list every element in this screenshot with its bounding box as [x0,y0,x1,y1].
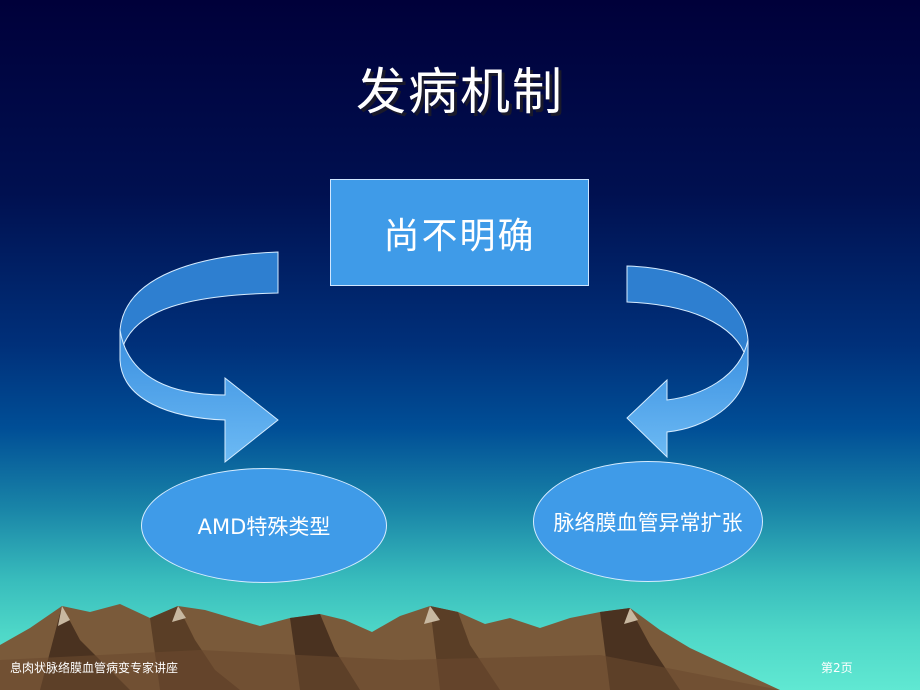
center-box-label: 尚不明确 [383,215,536,257]
left-curved-arrow [119,251,279,464]
page-number: 第2页 [821,661,853,675]
center-box: 尚不明确 [330,179,589,286]
right-ellipse-label: 脉络膜血管异常扩张 [553,510,743,535]
left-ellipse: AMD特殊类型 [141,468,387,583]
right-ellipse: 脉络膜血管异常扩张 [533,461,763,582]
left-ellipse-label: AMD特殊类型 [197,514,331,539]
slide-title: 发病机制 [356,63,564,121]
mountain-range [0,604,780,690]
right-curved-arrow [626,265,749,459]
footer-title: 息肉状脉络膜血管病变专家讲座 [10,661,179,675]
